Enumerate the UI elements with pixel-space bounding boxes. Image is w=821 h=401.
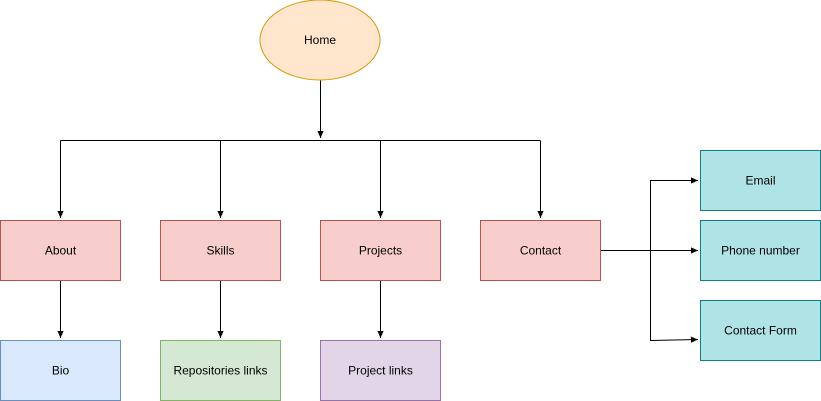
node-skills: Skills	[160, 220, 281, 281]
connector-contact-email	[650, 177, 698, 251]
node-contact-label: Contact	[520, 244, 562, 258]
node-skills-shape	[160, 220, 281, 281]
node-bio: Bio	[0, 340, 121, 401]
node-bio-label: Bio	[52, 364, 70, 378]
node-contact-form-label: Contact Form	[724, 324, 797, 338]
connector-contact-contact-form	[650, 250, 699, 343]
node-skills-label: Skills	[206, 244, 234, 258]
node-phone-number: Phone number	[700, 220, 821, 281]
node-home: Home	[259, 0, 381, 81]
node-projects-label: Projects	[359, 244, 402, 258]
node-about: About	[0, 220, 121, 281]
node-about-label: About	[45, 244, 77, 258]
node-project-links-shape	[320, 340, 441, 401]
node-repositories-links: Repositories links	[160, 340, 281, 401]
node-home-label: Home	[304, 33, 336, 47]
node-home-shape	[259, 0, 381, 81]
connectors	[57, 80, 699, 343]
node-contact-shape	[480, 220, 601, 281]
node-contact: Contact	[480, 220, 601, 281]
node-repositories-links-shape	[160, 340, 281, 401]
node-bio-shape	[0, 340, 121, 401]
node-email-shape	[700, 150, 821, 211]
node-project-links-label: Project links	[348, 364, 413, 378]
node-projects: Projects	[320, 220, 441, 281]
node-projects-shape	[320, 220, 441, 281]
node-phone-number-shape	[700, 220, 821, 281]
node-repositories-links-label: Repositories links	[173, 364, 267, 378]
node-email: Email	[700, 150, 821, 211]
node-contact-form: Contact Form	[700, 300, 821, 361]
node-phone-number-label: Phone number	[721, 244, 800, 258]
node-project-links: Project links	[320, 340, 441, 401]
node-about-shape	[0, 220, 121, 281]
node-email-label: Email	[745, 174, 775, 188]
